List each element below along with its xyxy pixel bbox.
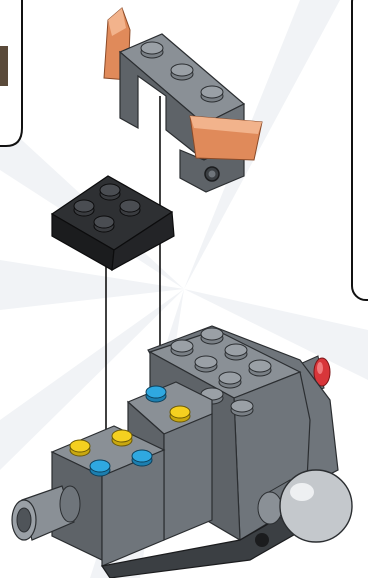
right-callout-panel	[352, 0, 368, 300]
gray-bracket-with-orange-tabs	[104, 8, 262, 192]
left-callout-part-fragment	[0, 46, 8, 86]
